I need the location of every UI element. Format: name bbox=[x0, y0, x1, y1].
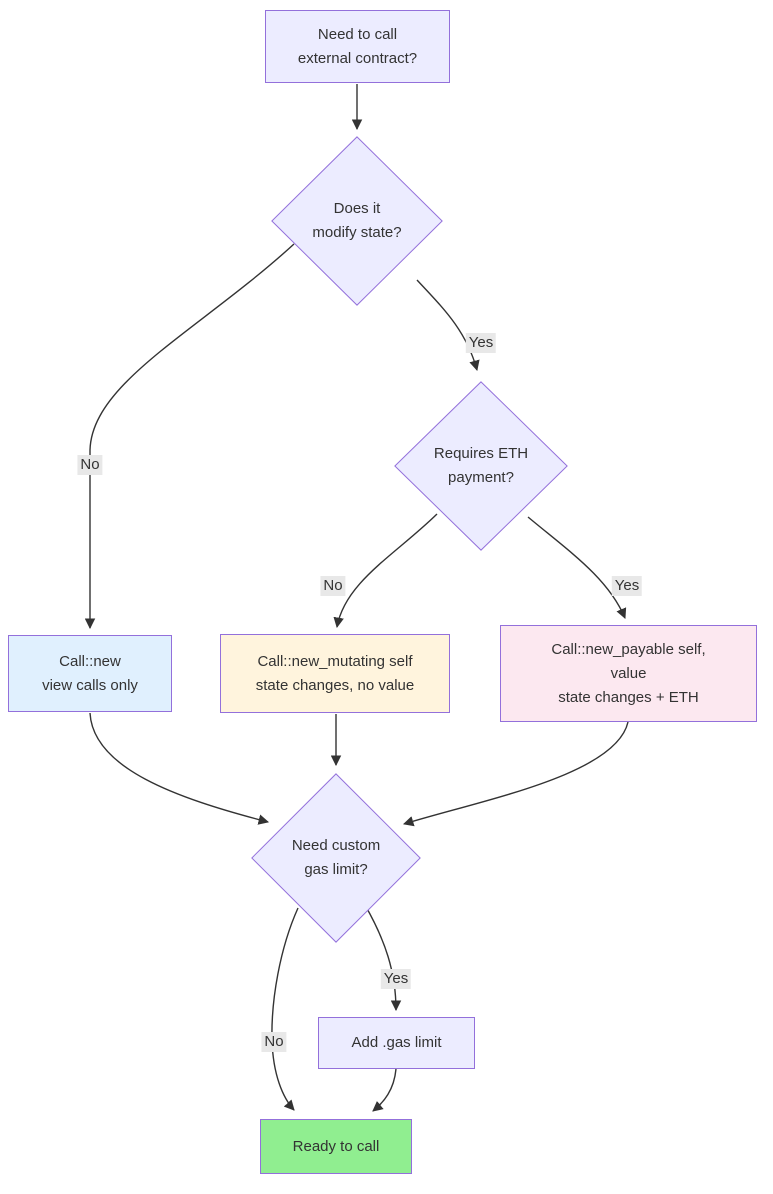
node-gas-limit: Need custom gas limit? bbox=[251, 773, 421, 943]
node-eth-payment: Requires ETH payment? bbox=[394, 381, 568, 551]
node-payable-call-line: state changes + ETH bbox=[558, 688, 699, 706]
node-payable-call: Call::new_payable self, value state chan… bbox=[500, 625, 757, 722]
node-view-call: Call::new view calls only bbox=[8, 635, 172, 712]
node-gas-limit-line: Need custom bbox=[291, 837, 381, 854]
diamond-shape bbox=[251, 773, 421, 943]
node-modify-state-line: Does it bbox=[333, 200, 381, 217]
edge-gas-limit-yes-to-add-gas bbox=[364, 904, 402, 1012]
diamond-shape bbox=[394, 381, 568, 551]
node-eth-payment-line: payment? bbox=[448, 469, 514, 486]
edge-eth-payment-yes-to-payable-call bbox=[527, 516, 627, 619]
node-eth-payment-line: Requires ETH bbox=[433, 445, 529, 462]
node-mutating-call-line: Call::new_mutating self bbox=[257, 652, 413, 670]
node-view-call-line: view calls only bbox=[42, 676, 138, 694]
node-payable-call-line: value bbox=[610, 664, 647, 682]
node-start: Need to call external contract? bbox=[265, 10, 450, 83]
node-start-line: Need to call bbox=[317, 25, 398, 43]
node-modify-state: Does it modify state? bbox=[271, 136, 443, 306]
node-gas-limit-line: gas limit? bbox=[304, 861, 368, 878]
edge-label-modify-yes: Yes bbox=[465, 333, 497, 353]
edge-label-gas-no: No bbox=[261, 1032, 287, 1052]
edge-label-gas-yes: Yes bbox=[380, 969, 412, 989]
node-add-gas: Add .gas limit bbox=[318, 1017, 475, 1069]
edge-label-eth-yes: Yes bbox=[611, 576, 643, 596]
edge-eth-payment-no-to-mutating-call bbox=[333, 513, 438, 629]
edge-add-gas-to-ready bbox=[372, 1068, 397, 1112]
edge-label-modify-no: No bbox=[77, 455, 103, 475]
node-ready-line: Ready to call bbox=[292, 1137, 380, 1155]
edge-modify-state-no-to-view-call bbox=[84, 243, 295, 630]
edge-label-eth-no: No bbox=[320, 576, 346, 596]
node-modify-state-line: modify state? bbox=[312, 224, 402, 241]
node-view-call-line: Call::new bbox=[59, 652, 121, 670]
node-payable-call-line: Call::new_payable self, bbox=[551, 640, 706, 658]
edge-payable-call-to-gas-limit bbox=[402, 721, 629, 827]
node-add-gas-line: Add .gas limit bbox=[351, 1034, 442, 1051]
edge-view-call-to-gas-limit bbox=[89, 712, 270, 825]
diamond-shape bbox=[271, 136, 443, 306]
edge-modify-state-yes-to-eth-payment bbox=[416, 279, 480, 372]
node-start-line: external contract? bbox=[297, 49, 418, 67]
node-mutating-call: Call::new_mutating self state changes, n… bbox=[220, 634, 450, 713]
node-mutating-call-line: state changes, no value bbox=[255, 676, 415, 694]
node-ready: Ready to call bbox=[260, 1119, 412, 1174]
